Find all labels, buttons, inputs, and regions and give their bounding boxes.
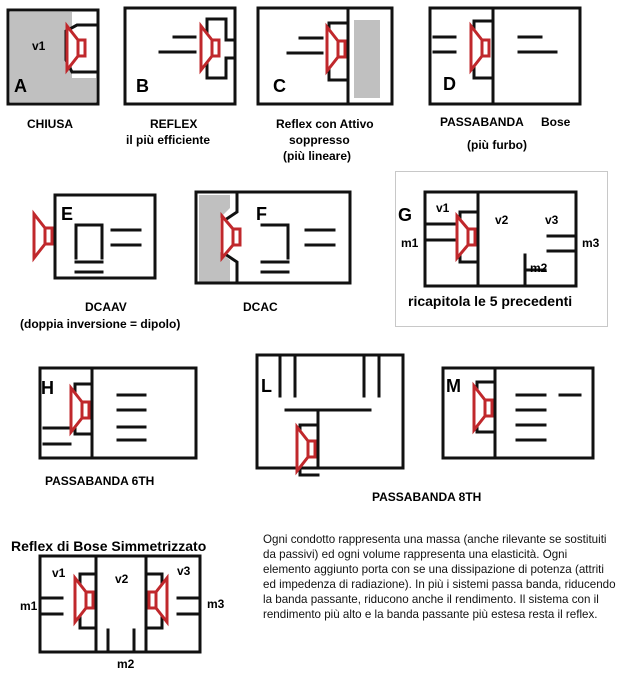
loudspeaker-driver-icon [220, 211, 235, 263]
caption-D-sub: (più furbo) [467, 138, 527, 152]
box-A [6, 8, 100, 106]
loudspeaker-driver-icon [469, 21, 484, 75]
label-G-m2: m2 [530, 261, 548, 275]
letter-B: B [136, 76, 149, 96]
loudspeaker-driver-icon [295, 422, 310, 476]
recap-box [395, 171, 608, 327]
label-G-v2: v2 [495, 213, 509, 227]
label-S-v2: v2 [115, 572, 129, 586]
label-S-v1: v1 [52, 566, 66, 580]
caption-D-2: Bose [541, 115, 571, 129]
caption-E: DCAAV [85, 300, 127, 314]
title-S: Reflex di Bose Simmetrizzato [11, 538, 207, 554]
loudspeaker-driver-icon [199, 21, 214, 75]
letter-M: M [446, 376, 461, 396]
caption-C: Reflex con Attivo [276, 117, 374, 131]
loudspeaker-driver-icon [73, 573, 88, 627]
description-text: Ogni condotto rappresenta una massa (anc… [263, 533, 616, 621]
box-E [53, 193, 157, 280]
label-S-m2: m2 [117, 657, 135, 671]
box-D [428, 6, 582, 106]
label-G-v1: v1 [436, 201, 450, 215]
caption-B-sub: il più efficiente [126, 133, 211, 147]
label-S-v3: v3 [177, 564, 191, 578]
letter-L: L [261, 376, 272, 396]
loudspeaker-driver-icon [65, 21, 80, 75]
caption-C-sub2: (più lineare) [283, 149, 352, 163]
box-H [38, 366, 198, 460]
caption-L: PASSABANDA 8TH [372, 490, 482, 504]
loudspeaker-driver-icon [69, 383, 84, 437]
box-G [423, 190, 578, 288]
label-S-m1: m1 [20, 599, 38, 613]
letter-C: C [273, 76, 286, 96]
box-B [123, 6, 237, 106]
letter-A: A [14, 76, 27, 96]
caption-C-sub: soppresso [289, 133, 350, 147]
caption-A: CHIUSA [27, 117, 74, 131]
label-S-m3: m3 [207, 597, 225, 611]
label-G-m1: m1 [401, 236, 419, 250]
loudspeaker-driver-icon [472, 381, 487, 435]
box-L [255, 353, 405, 470]
label-A-v1: v1 [32, 39, 46, 53]
loudspeaker-driver-icon [32, 209, 47, 263]
letter-H: H [41, 378, 54, 398]
box-F [194, 190, 352, 285]
caption-H: PASSABANDA 6TH [45, 474, 155, 488]
label-G-m3: m3 [582, 236, 600, 250]
caption-E-sub: (doppia inversione = dipolo) [20, 317, 181, 331]
caption-D: PASSABANDA [440, 115, 524, 129]
letter-D: D [443, 74, 456, 94]
letter-G: G [398, 205, 413, 225]
letter-E: E [61, 204, 74, 224]
loudspeaker-driver-icon [154, 573, 169, 627]
caption-B: REFLEX [150, 117, 198, 131]
caption-F: DCAC [243, 300, 278, 314]
box-M [441, 366, 595, 460]
loudspeaker-driver-icon [325, 22, 340, 76]
fill-C [354, 20, 380, 98]
caption-G: ricapitola le 5 precedenti [408, 293, 573, 309]
letter-F: F [256, 204, 267, 224]
label-G-v3: v3 [545, 213, 559, 227]
loudspeaker-driver-icon [455, 211, 470, 263]
